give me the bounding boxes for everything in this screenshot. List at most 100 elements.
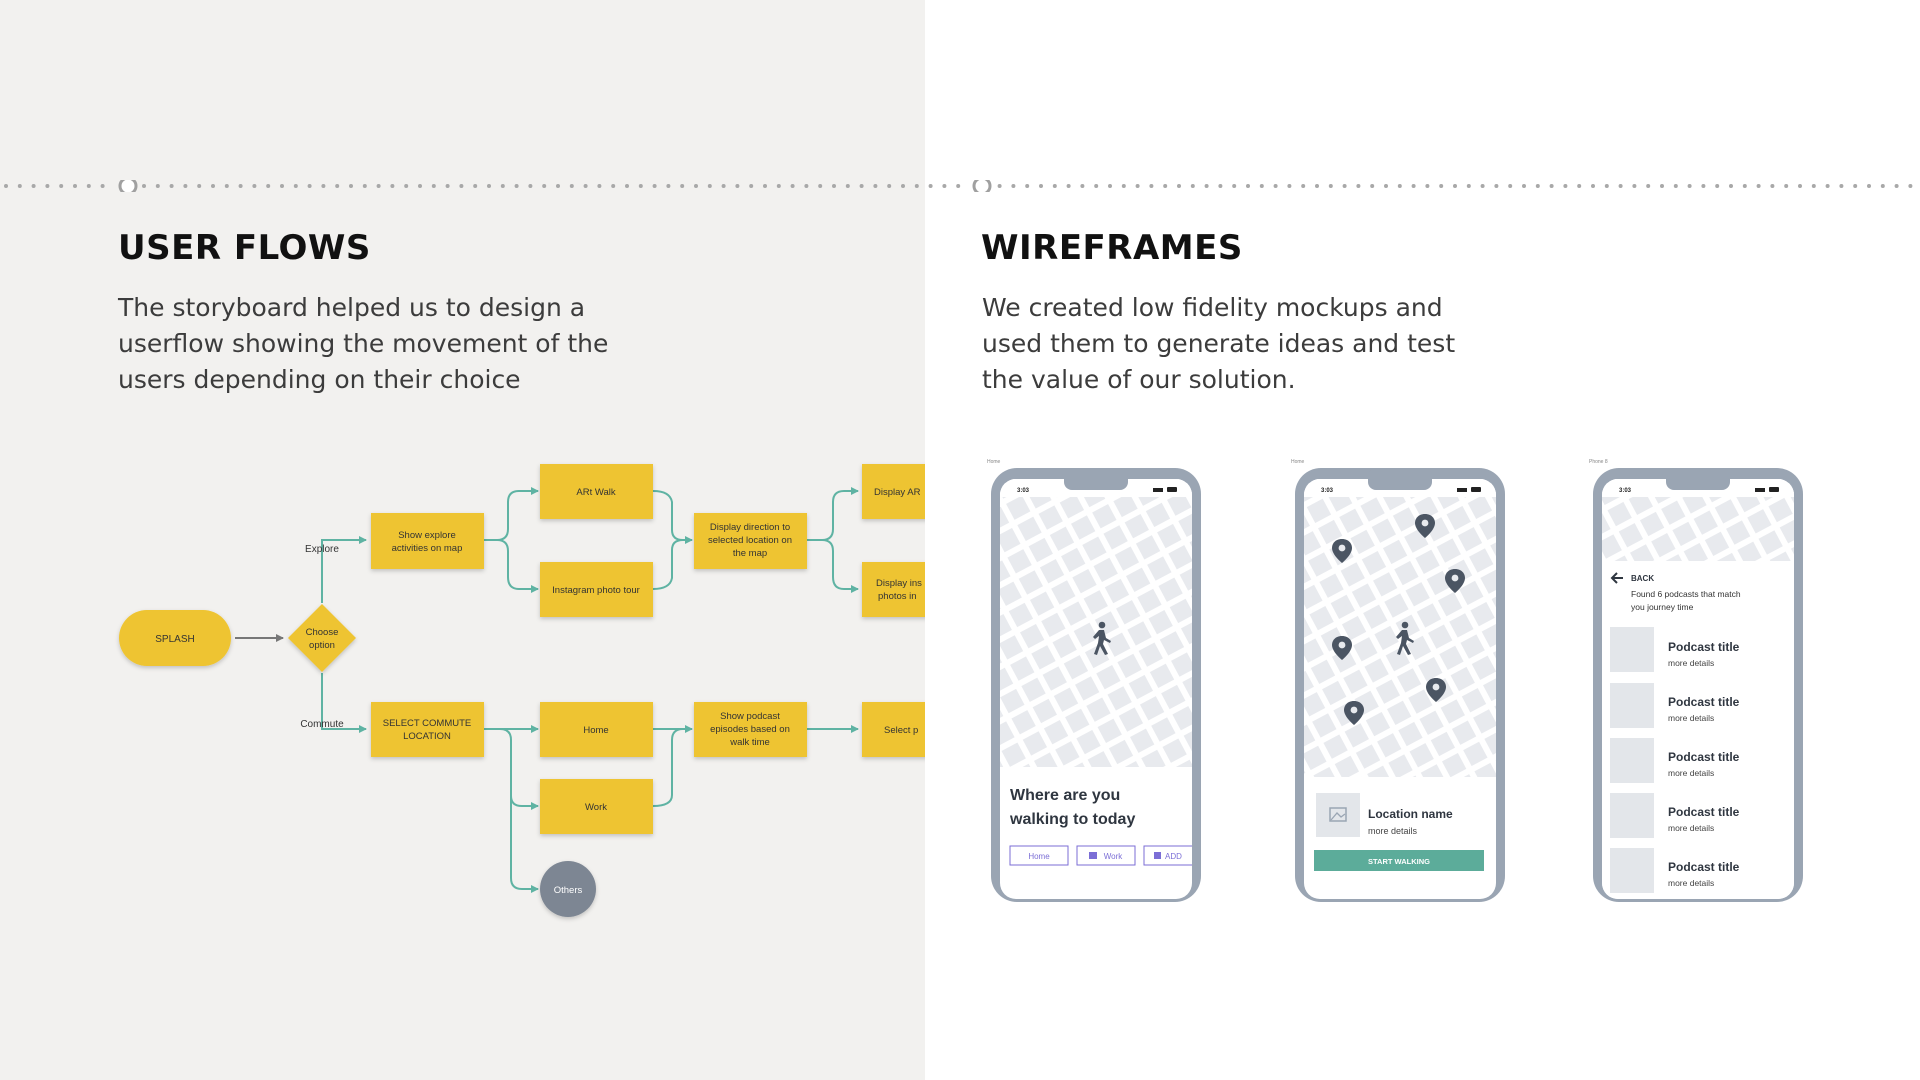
work-label: Work bbox=[585, 802, 607, 813]
phone3-status-time: 3:03 bbox=[1619, 488, 1632, 494]
user-flow-diagram: Explore Commute SPLASH Choose option Sho… bbox=[119, 464, 925, 917]
phone1-question-line1: Where are you bbox=[1010, 787, 1120, 804]
back-button[interactable]: BACK bbox=[1610, 572, 1654, 584]
show-podcast-line1: Show podcast bbox=[720, 711, 780, 722]
phone1-notch bbox=[1070, 472, 1122, 480]
podcast-list-item[interactable]: Podcast title more details bbox=[1610, 627, 1740, 672]
back-label: BACK bbox=[1631, 574, 1654, 583]
phone1-chip-work[interactable]: Work bbox=[1076, 845, 1136, 866]
select-commute-node: SELECT COMMUTE LOCATION bbox=[371, 702, 484, 757]
art-walk-to-direction-arrow bbox=[652, 490, 693, 544]
explore-branch-label: Explore bbox=[305, 544, 339, 555]
direction-to-display-insta-arrow bbox=[821, 539, 859, 593]
art-walk-label: ARt Walk bbox=[576, 487, 615, 498]
podcast-list-item[interactable]: Podcast title more details bbox=[1610, 793, 1740, 838]
others-label: Others bbox=[554, 885, 583, 896]
decision-node: Choose option bbox=[288, 604, 356, 672]
phone1-frame-label: Home bbox=[987, 459, 1001, 465]
art-walk-node: ARt Walk bbox=[540, 464, 653, 519]
podcast-details: more details bbox=[1668, 878, 1714, 888]
direction-to-display-ar-arrow bbox=[807, 487, 859, 541]
podcast-title: Podcast title bbox=[1668, 695, 1740, 709]
podcast-title: Podcast title bbox=[1668, 805, 1740, 819]
phone2-location-name: Location name bbox=[1368, 807, 1453, 821]
user-flows-title: USER FLOWS bbox=[118, 228, 371, 268]
show-podcast-node: Show podcast episodes based on walk time bbox=[694, 702, 807, 757]
show-explore-line2: activities on map bbox=[392, 543, 463, 554]
phone3-mockup: 3:03 BACK Found 6 podcasts that match yo… bbox=[1593, 468, 1803, 902]
display-insta-line1: Display ins bbox=[876, 578, 922, 589]
wireframes-title: WIREFRAMES bbox=[981, 228, 1243, 268]
instagram-to-direction-arrow bbox=[652, 539, 684, 590]
phone2-location-card[interactable]: Location name more details bbox=[1316, 793, 1453, 837]
decision-to-explore-line bbox=[321, 536, 367, 603]
display-direction-node: Display direction to selected location o… bbox=[694, 513, 807, 569]
select-p-node: Select p bbox=[862, 702, 925, 757]
phone1-chip-add-label: ADD bbox=[1165, 852, 1182, 861]
phone2-mockup: 3:03 Location name more details START bbox=[1295, 468, 1505, 902]
display-direction-line2: selected location on bbox=[708, 535, 792, 546]
wireframes-panel: WIREFRAMES We created low fidelity mocku… bbox=[925, 0, 1920, 1080]
found-podcasts-line1: Found 6 podcasts that match bbox=[1631, 589, 1741, 599]
instagram-tour-label: Instagram photo tour bbox=[552, 585, 640, 596]
start-walking-label: START WALKING bbox=[1368, 857, 1430, 866]
phone1-status-time: 3:03 bbox=[1017, 488, 1030, 494]
podcast-list-item[interactable]: Podcast title more details bbox=[1610, 683, 1740, 728]
image-placeholder-icon bbox=[1610, 738, 1654, 783]
image-placeholder-icon bbox=[1610, 627, 1654, 672]
podcast-list-item[interactable]: Podcast title more details bbox=[1610, 738, 1740, 783]
decision-label-line2: option bbox=[309, 640, 335, 651]
briefcase-icon bbox=[1089, 852, 1097, 859]
display-insta-line2: photos in bbox=[878, 591, 917, 602]
select-commute-line2: LOCATION bbox=[403, 731, 451, 742]
podcast-details: more details bbox=[1668, 658, 1714, 668]
phone1-map bbox=[1000, 479, 1192, 767]
splash-label: SPLASH bbox=[155, 634, 194, 645]
explore-to-instagram-arrow bbox=[496, 539, 539, 593]
show-podcast-line3: walk time bbox=[729, 737, 770, 748]
commute-to-work-arrow bbox=[499, 728, 539, 810]
commute-to-others-arrow bbox=[510, 796, 539, 893]
podcast-details: more details bbox=[1668, 713, 1714, 723]
work-to-podcast-arrow bbox=[652, 728, 684, 807]
image-placeholder-icon bbox=[1610, 848, 1654, 893]
display-insta-node: Display ins photos in bbox=[862, 562, 925, 617]
phone1-mockup: 3:03 Where are you walking to today Home… bbox=[991, 468, 1202, 902]
select-p-label: Select p bbox=[884, 725, 918, 736]
home-node: Home bbox=[540, 702, 653, 757]
show-explore-node: Show explore activities on map bbox=[371, 513, 484, 569]
user-flows-panel: USER FLOWS The storyboard helped us to d… bbox=[0, 0, 925, 1080]
decision-to-commute-line bbox=[321, 673, 367, 733]
wireframes-description: We created low fidelity mockups and used… bbox=[982, 293, 1456, 394]
user-flows-description: The storyboard helped us to design a use… bbox=[118, 293, 609, 394]
work-node: Work bbox=[540, 779, 653, 834]
commute-branch-label: Commute bbox=[300, 719, 344, 730]
splash-node: SPLASH bbox=[119, 610, 231, 666]
add-icon bbox=[1154, 852, 1161, 859]
explore-to-art-walk-arrow bbox=[484, 487, 539, 541]
phone1-chip-work-label: Work bbox=[1104, 852, 1124, 861]
others-node: Others bbox=[540, 861, 596, 917]
phone1-chip-home[interactable]: Home bbox=[1009, 845, 1069, 866]
back-arrow-icon bbox=[1610, 572, 1623, 584]
display-ar-label: Display AR bbox=[874, 487, 921, 498]
phone2-location-details: more details bbox=[1368, 826, 1418, 836]
podcast-list-item[interactable]: Podcast title more details bbox=[1610, 848, 1740, 893]
display-ar-node: Display AR bbox=[862, 464, 925, 519]
phone2-map bbox=[1304, 479, 1496, 777]
phone1-chip-home-label: Home bbox=[1028, 852, 1050, 861]
display-direction-line1: Display direction to bbox=[710, 522, 790, 533]
image-placeholder-icon bbox=[1610, 683, 1654, 728]
select-commute-line1: SELECT COMMUTE bbox=[383, 718, 472, 729]
display-direction-line3: the map bbox=[733, 548, 767, 559]
decision-label-line1: Choose bbox=[306, 627, 339, 638]
home-label: Home bbox=[583, 725, 608, 736]
start-walking-button[interactable]: START WALKING bbox=[1314, 850, 1484, 871]
podcast-title: Podcast title bbox=[1668, 750, 1740, 764]
found-podcasts-line2: you journey time bbox=[1631, 602, 1694, 612]
show-podcast-line2: episodes based on bbox=[710, 724, 790, 735]
podcast-details: more details bbox=[1668, 823, 1714, 833]
podcast-title: Podcast title bbox=[1668, 860, 1740, 874]
phone1-chip-add[interactable]: ADD bbox=[1143, 845, 1202, 866]
phone2-frame-label: Home bbox=[1291, 459, 1305, 465]
